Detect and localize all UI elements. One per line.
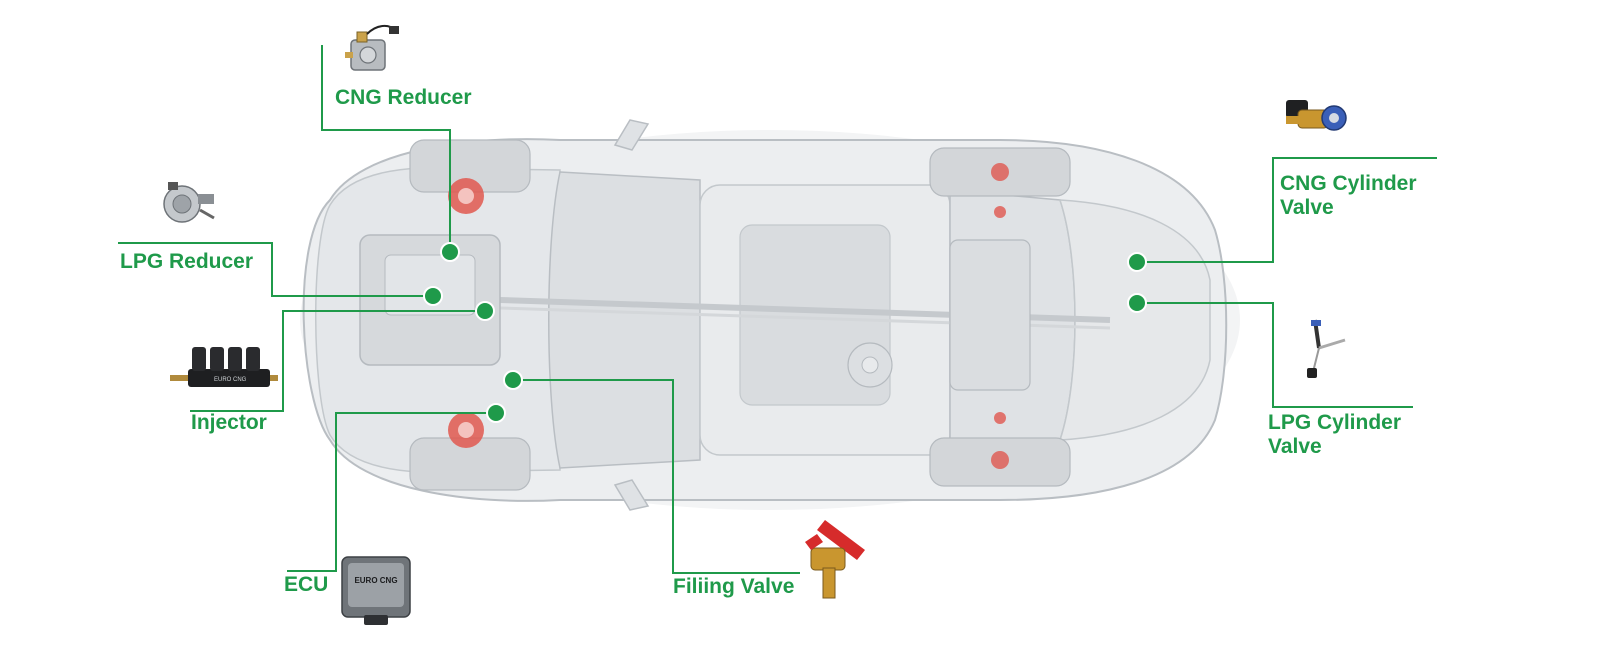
leader-line-ecu bbox=[287, 412, 496, 572]
cng-cylinder-valve-icon bbox=[1286, 100, 1347, 131]
label-cng-cylinder-valve-line1: CNG Cylinder bbox=[1280, 172, 1417, 195]
dot-ecu bbox=[486, 403, 506, 423]
label-ecu: ECU bbox=[284, 573, 329, 596]
filling-valve-icon bbox=[805, 520, 865, 599]
label-filling-valve: Filiing Valve bbox=[673, 575, 795, 598]
label-lpg-cylinder-valve-line1: LPG Cylinder bbox=[1268, 411, 1402, 434]
leader-line-lpg-reducer bbox=[118, 242, 433, 297]
car-top-view bbox=[300, 119, 1240, 511]
label-lpg-reducer: LPG Reducer bbox=[120, 250, 254, 273]
dot-lpg-reducer bbox=[423, 286, 443, 306]
dot-cng-cylinder-valve bbox=[1127, 252, 1147, 272]
label-injector: Injector bbox=[191, 411, 267, 434]
dot-cng-reducer bbox=[440, 242, 460, 262]
lpg-reducer-icon bbox=[163, 182, 215, 223]
label-cng-reducer: CNG Reducer bbox=[335, 86, 472, 109]
lpg-cylinder-valve-icon bbox=[1307, 319, 1346, 378]
leader-line-lpg-cylinder-valve bbox=[1137, 302, 1413, 408]
leader-line-cng-cylinder-valve bbox=[1137, 157, 1437, 263]
leader-line-filling-valve bbox=[513, 379, 800, 574]
dot-lpg-cylinder-valve bbox=[1127, 293, 1147, 313]
leader-lines bbox=[118, 45, 1437, 574]
leader-line-injector bbox=[190, 310, 485, 412]
ecu-brand-text: EURO CNG bbox=[354, 576, 397, 585]
label-lpg-cylinder-valve: LPG Cylinder Valve bbox=[1268, 411, 1438, 459]
injector-icon: EURO CNG bbox=[170, 347, 278, 387]
label-lpg-cylinder-valve-line2: Valve bbox=[1268, 435, 1322, 458]
dot-injector bbox=[475, 301, 495, 321]
label-cng-cylinder-valve-line2: Valve bbox=[1280, 196, 1334, 219]
leader-line-cng-reducer bbox=[321, 45, 451, 252]
cng-reducer-icon bbox=[345, 24, 399, 71]
connection-dots bbox=[423, 242, 1147, 423]
injector-brand-text: EURO CNG bbox=[214, 377, 247, 383]
dot-filling-valve bbox=[503, 370, 523, 390]
label-cng-cylinder-valve: CNG Cylinder Valve bbox=[1280, 172, 1450, 220]
ecu-icon: EURO CNG bbox=[341, 556, 411, 625]
